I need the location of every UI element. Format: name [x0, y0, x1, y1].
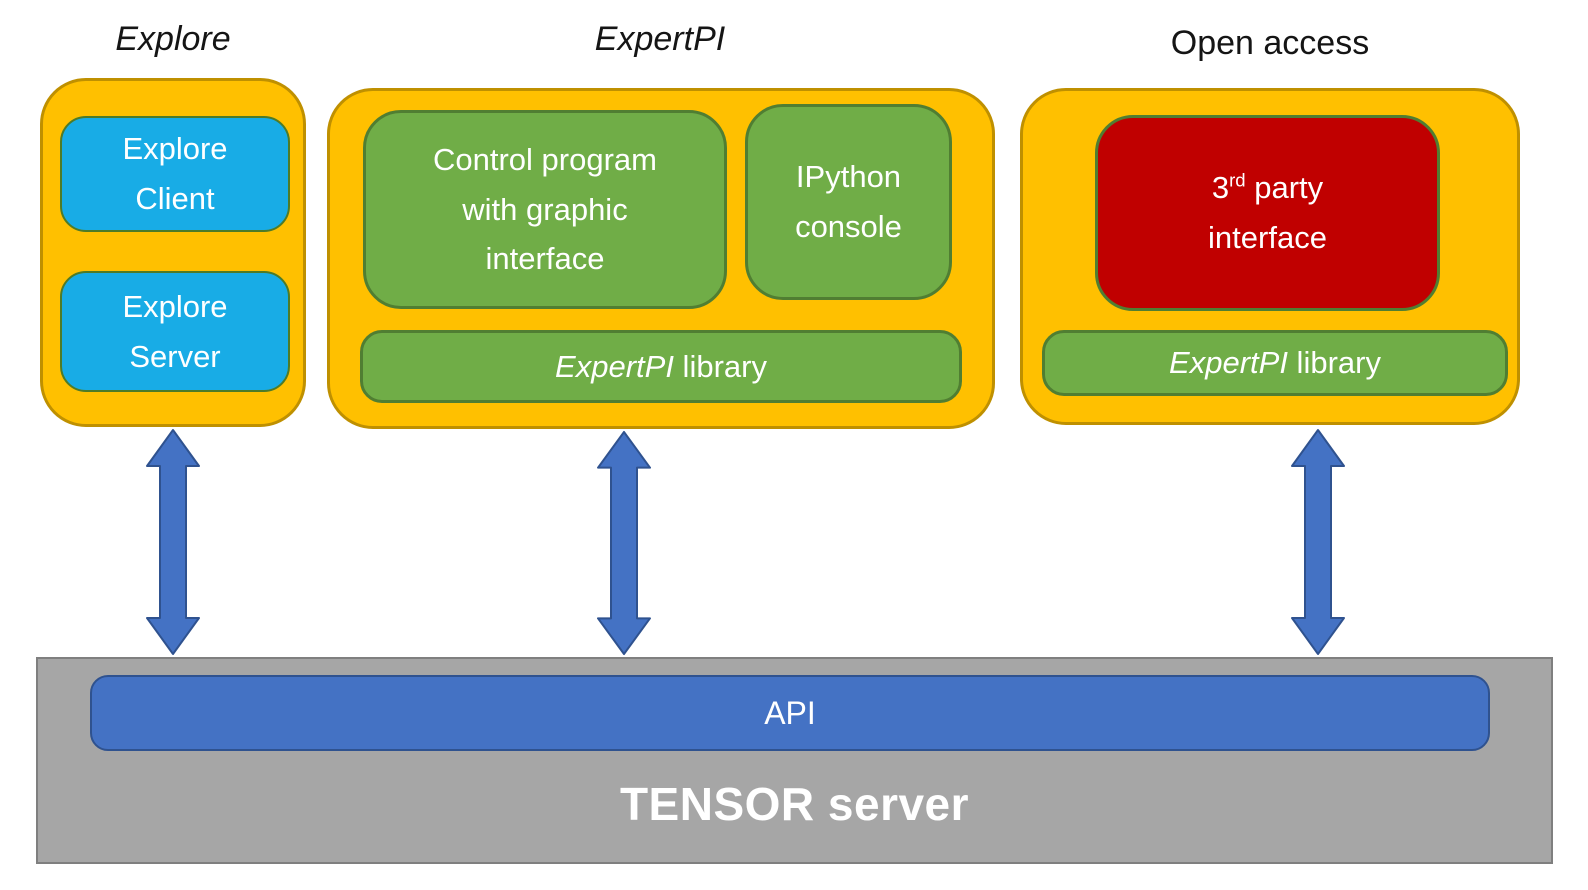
explore-tensor-arrow	[146, 428, 200, 656]
open-access-tensor-arrow	[1291, 428, 1345, 656]
expertpi-library-label: ExpertPI library	[555, 348, 767, 384]
expertpi-library-box: ExpertPI library	[360, 330, 962, 403]
api-bar: API	[90, 675, 1490, 751]
explore-server-box: Explore Server	[60, 271, 290, 392]
expertpi-column-title: ExpertPI	[594, 20, 726, 58]
explore-client-box: Explore Client	[60, 116, 290, 232]
ipython-console-box: IPython console	[745, 104, 952, 300]
tensor-server-label: TENSOR server	[619, 778, 970, 830]
open-access-column-title: Open access	[1170, 24, 1370, 62]
open-access-library-box: ExpertPI library	[1042, 330, 1508, 396]
expertpi-tensor-arrow	[597, 430, 651, 656]
open-access-library-label: ExpertPI library	[1169, 345, 1381, 381]
tensor-server-box: API TENSOR server	[36, 657, 1553, 864]
control-program-box: Control program with graphic interface	[363, 110, 727, 309]
explore-column-title: Explore	[115, 20, 231, 58]
